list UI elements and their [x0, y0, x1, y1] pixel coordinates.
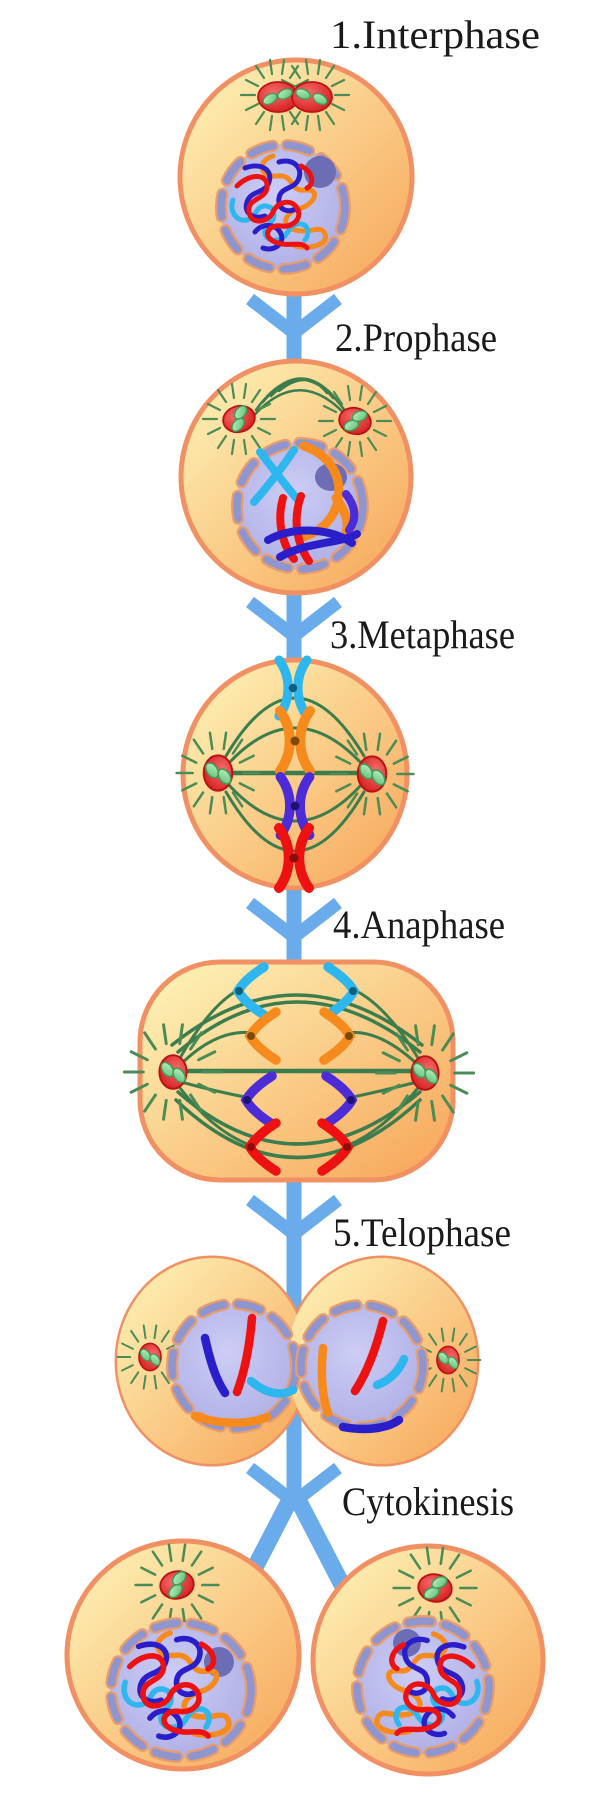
label-cytokinesis: Cytokinesis [342, 1479, 514, 1524]
centrosome-pair [257, 81, 333, 113]
label-prophase: 2.Prophase [335, 315, 497, 360]
forming-spindle-fibers [248, 377, 353, 423]
nucleus-left [166, 1298, 302, 1434]
cell-anaphase [122, 959, 476, 1183]
decondensing-chromosomes [190, 1313, 298, 1428]
cell-interphase [177, 57, 415, 297]
nucleus-right [295, 1299, 429, 1434]
arrow-interphase-to-prophase [246, 280, 342, 364]
cell-daughter-right [310, 1543, 546, 1777]
nucleus [351, 1615, 495, 1759]
cell-metaphase [175, 660, 415, 888]
condensing-chromosomes [250, 441, 361, 565]
label-anaphase: 4.Anaphase [333, 902, 505, 947]
cell-daughter-left [64, 1538, 302, 1772]
nucleus [215, 139, 351, 275]
label-interphase: 1.Interphase [330, 12, 540, 57]
cell-telophase [114, 1255, 482, 1467]
cell-prophase [178, 358, 414, 596]
decondensing-chromosomes [317, 1316, 409, 1434]
label-telophase: 5.Telophase [333, 1210, 511, 1255]
arrow-metaphase-to-anaphase [246, 886, 342, 964]
stage-labels: 1.Interphase 2.Prophase 3.Metaphase 4.An… [330, 12, 540, 1524]
nucleus [231, 437, 369, 575]
label-metaphase: 3.Metaphase [330, 612, 515, 657]
nucleus [105, 1617, 257, 1763]
arrow-prophase-to-metaphase [246, 583, 342, 662]
